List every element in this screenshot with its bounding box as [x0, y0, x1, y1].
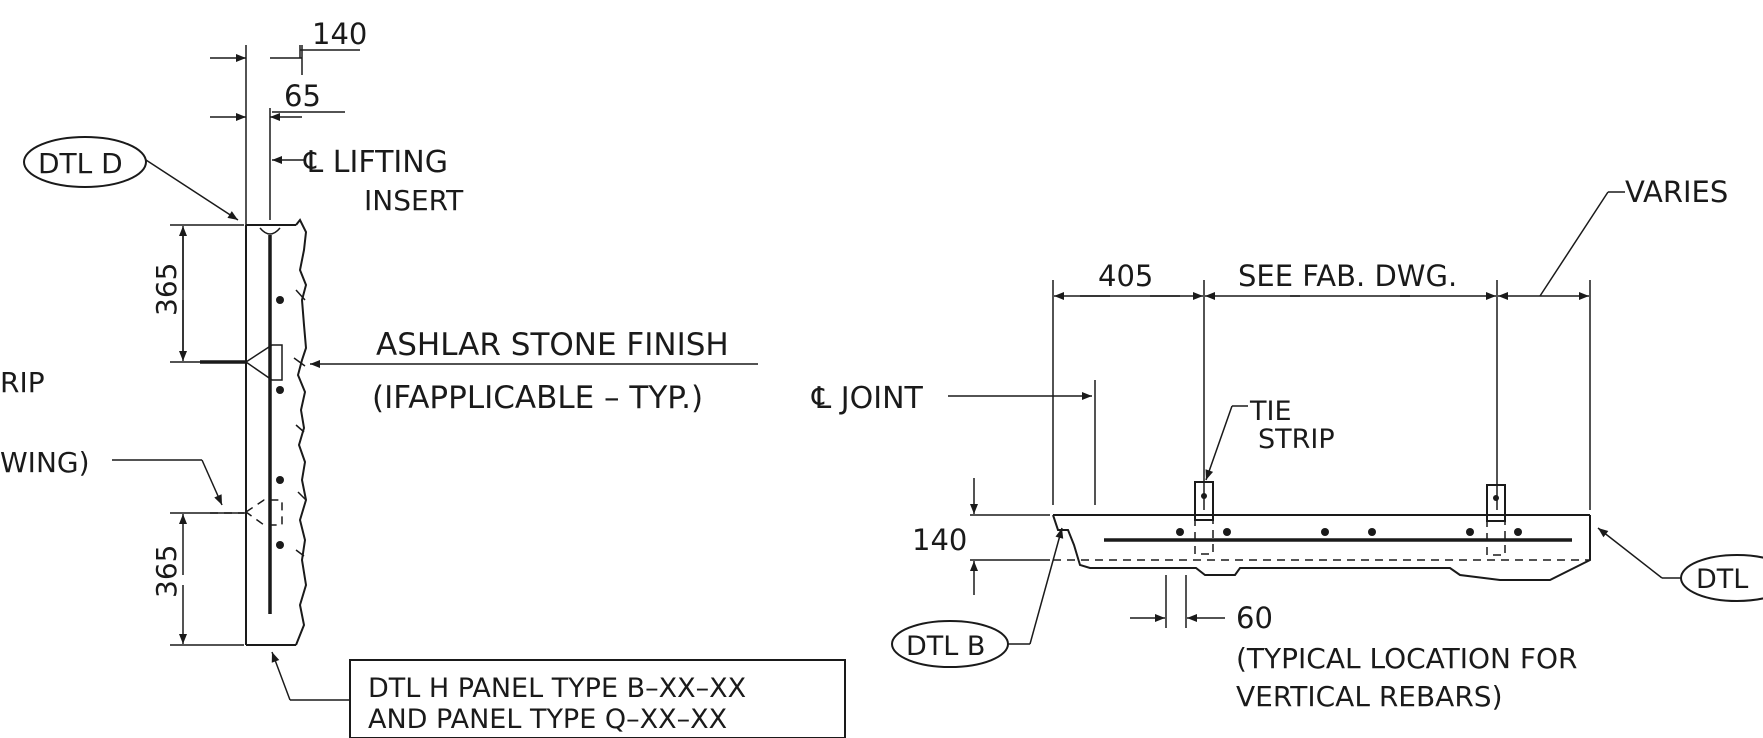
panel-type-note: DTL H PANEL TYPE B–XX–XX AND PANEL TYPE … — [271, 651, 846, 738]
ashlar-finish-note: ASHLAR STONE FINISH (IFAPPLICABLE – TYP.… — [310, 327, 758, 416]
dimension-65: 65 — [210, 79, 345, 121]
dimension-140-top: 140 — [210, 17, 367, 62]
dimension-140-plan-label: 140 — [912, 523, 967, 557]
dimension-varies: VARIES — [1498, 175, 1728, 300]
dimension-60-label: 60 — [1236, 601, 1273, 635]
panel-plan-view: ℄ JOINT 405 SEE FAB. DWG. VARIES — [811, 175, 1763, 713]
tie-strip-line2: STRIP — [1258, 424, 1335, 455]
panel-note-line2: AND PANEL TYPE Q–XX–XX — [368, 704, 727, 735]
tie-strip-note: TIE STRIP — [1205, 396, 1335, 481]
callout-dtl-d: DTL D — [23, 136, 239, 221]
panel-note-line1: DTL H PANEL TYPE B–XX–XX — [368, 673, 746, 704]
varies-label: VARIES — [1625, 175, 1728, 209]
callout-dtl-d-label: DTL D — [38, 147, 123, 180]
panel-section-view: 140 65 ℄ LIFTING INSERT DTL D — [0, 17, 846, 738]
callout-dtl-b-label: DTL B — [906, 631, 985, 662]
lifting-insert-label: ℄ LIFTING — [303, 145, 448, 180]
rebar-note-line1: (TYPICAL LOCATION FOR — [1236, 642, 1578, 675]
dimension-365-bottom-label: 365 — [150, 545, 183, 598]
dimension-140-label: 140 — [312, 17, 367, 51]
callout-dtl-b: DTL B — [891, 527, 1064, 668]
dimension-60: 60 — [1130, 575, 1273, 635]
strip-text-fragment: RIP — [0, 366, 45, 399]
dimension-65-label: 65 — [284, 79, 321, 113]
precast-panel — [244, 218, 308, 646]
dimension-see-fab: SEE FAB. DWG. — [1205, 259, 1496, 300]
dimension-365-bottom: 365 — [150, 512, 244, 646]
dimension-140-plan: 140 — [912, 478, 1050, 595]
tie-strip-line1: TIE — [1249, 396, 1292, 427]
rebar-note-line2: VERTICAL REBARS) — [1236, 680, 1503, 713]
dimension-365-top: 365 — [150, 224, 244, 363]
dimension-365-top-label: 365 — [150, 263, 183, 316]
callout-dtl-right-label: DTL — [1696, 564, 1748, 595]
panel-plan-body — [1052, 481, 1591, 581]
joint-label: ℄ JOINT — [811, 381, 924, 416]
callout-dtl-right: DTL — [1597, 527, 1763, 602]
see-fab-label: SEE FAB. DWG. — [1238, 259, 1457, 293]
lifting-insert-label-2: INSERT — [364, 184, 464, 217]
dimension-405-label: 405 — [1098, 259, 1153, 293]
ashlar-note-line2: (IFAPPLICABLE – TYP.) — [372, 380, 703, 416]
ashlar-note-line1: ASHLAR STONE FINISH — [376, 327, 729, 363]
drawing-text-fragment: WING) — [0, 446, 90, 479]
dimension-405: 405 — [1054, 259, 1203, 300]
